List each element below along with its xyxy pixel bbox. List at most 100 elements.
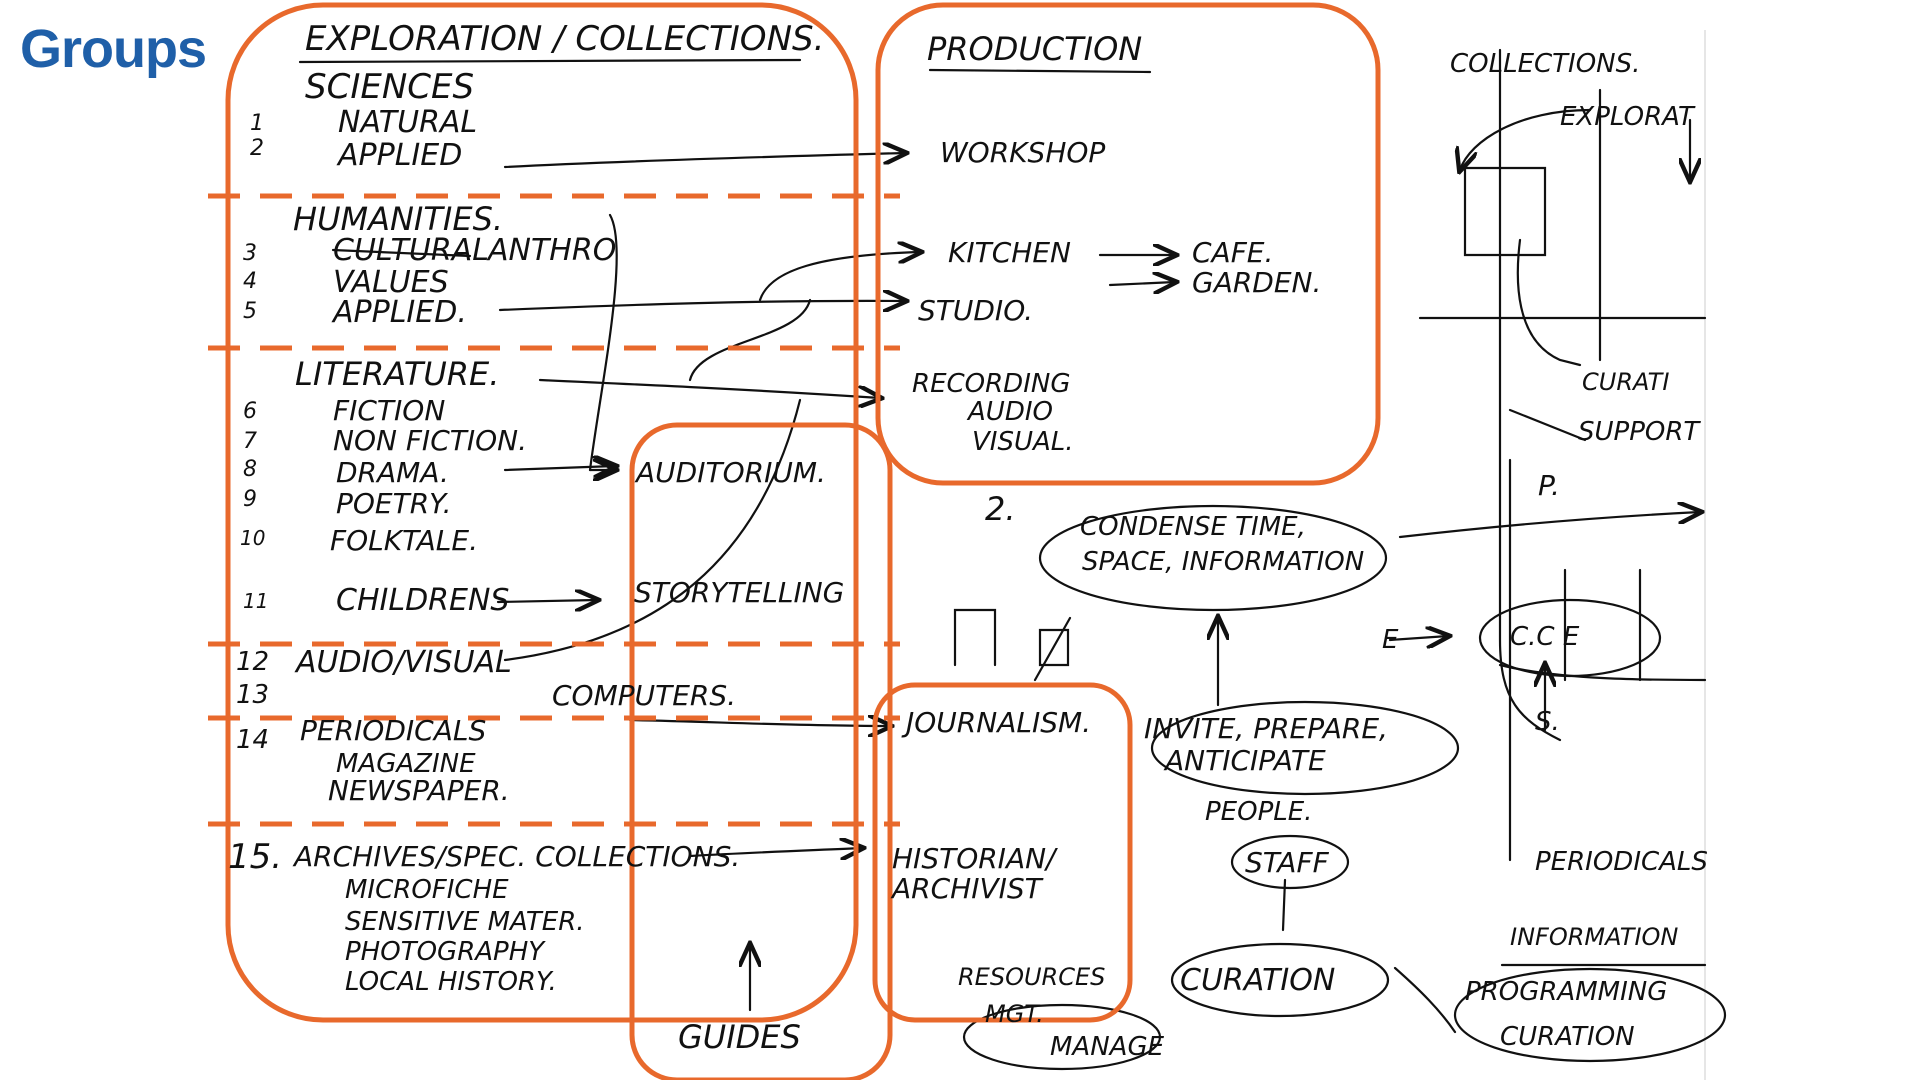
item-num-4: 4 bbox=[243, 269, 257, 294]
slide-title: Groups bbox=[20, 19, 207, 79]
item-poetry: POETRY. bbox=[336, 487, 452, 520]
line-humanities-down bbox=[588, 213, 618, 472]
highlight-shapes bbox=[208, 2, 1381, 1080]
highlight-exploration bbox=[225, 2, 859, 1023]
arrow-to-garden bbox=[1108, 282, 1175, 285]
item-num-15: 15. bbox=[228, 837, 282, 877]
label-workshop: WORKSHOP bbox=[940, 136, 1105, 169]
label-staff: STAFF bbox=[1245, 846, 1330, 879]
sketch-vline-1 bbox=[1498, 48, 1562, 742]
arrow-literature-recording bbox=[538, 378, 880, 398]
ellipse-staff bbox=[1230, 834, 1350, 890]
highlight-production bbox=[875, 2, 1381, 486]
item-num-1: 1 bbox=[250, 111, 264, 136]
item-newspaper: NEWSPAPER. bbox=[328, 774, 510, 807]
label-cafe: CAFE. bbox=[1192, 236, 1273, 269]
label-kitchen: KITCHEN bbox=[948, 236, 1071, 269]
label-programming: PROGRAMMING bbox=[1465, 977, 1667, 1007]
sketch-line-support bbox=[1508, 408, 1587, 442]
item-audio-visual: AUDIO/VISUAL bbox=[294, 645, 512, 680]
label-invite-1: INVITE, PREPARE, bbox=[1144, 712, 1388, 745]
label-exploration-right: EXPLORAT bbox=[1560, 102, 1696, 132]
item-childrens: CHILDRENS bbox=[336, 583, 509, 618]
sketch-vline-2 bbox=[1516, 238, 1582, 367]
label-number-2: 2. bbox=[985, 490, 1016, 528]
highlight-middle bbox=[629, 422, 893, 1080]
doodle-gate bbox=[953, 608, 997, 667]
label-condense-1: CONDENSE TIME, bbox=[1080, 512, 1306, 542]
label-information: INFORMATION bbox=[1510, 923, 1678, 951]
arrow-applied-studio bbox=[498, 301, 905, 310]
arrow-drama-auditorium bbox=[503, 466, 615, 470]
arrow-e bbox=[1388, 636, 1448, 640]
item-sensitive-mater: SENSITIVE MATER. bbox=[345, 907, 585, 937]
label-curation-2: CURATION bbox=[1500, 1022, 1635, 1052]
arrow-to-journalism bbox=[628, 720, 890, 726]
item-natural: NATURAL bbox=[338, 105, 477, 140]
item-archives: ARCHIVES/SPEC. COLLECTIONS. bbox=[292, 840, 740, 873]
label-journalism: JOURNALISM. bbox=[901, 706, 1091, 739]
item-folktale: FOLKTALE. bbox=[330, 524, 478, 557]
exploration-labels: EXPLORATION / COLLECTIONS. SCIENCES 1 NA… bbox=[228, 19, 824, 997]
item-num-14: 14 bbox=[236, 725, 269, 755]
middle-labels: AUDITORIUM. STORYTELLING COMPUTERS. GUID… bbox=[552, 456, 844, 1056]
label-cce: C.C E bbox=[1510, 622, 1580, 652]
item-num-9: 9 bbox=[243, 487, 257, 512]
item-cultural: CULTURAL bbox=[333, 233, 489, 268]
ellipse-curation bbox=[1170, 942, 1390, 1018]
label-computers: COMPUTERS. bbox=[552, 679, 736, 712]
label-curation-right: CURATI bbox=[1582, 368, 1669, 396]
label-audio: AUDIO bbox=[966, 397, 1053, 427]
title-underline bbox=[298, 58, 802, 64]
label-s: S. bbox=[1535, 707, 1560, 737]
item-num-13: 13 bbox=[236, 680, 269, 710]
lower-labels: JOURNALISM. HISTORIAN/ ARCHIVIST RESOURC… bbox=[890, 706, 1165, 1062]
item-anthro: ANTHRO bbox=[486, 233, 616, 268]
label-garden: GARDEN. bbox=[1192, 266, 1321, 299]
label-condense-2: SPACE, INFORMATION bbox=[1082, 547, 1364, 577]
label-management: MANAGE bbox=[1050, 1032, 1165, 1062]
item-num-8: 8 bbox=[243, 457, 257, 482]
group-header-sciences: SCIENCES bbox=[305, 67, 474, 107]
sketch-box bbox=[1463, 166, 1547, 257]
item-local-history: LOCAL HISTORY. bbox=[345, 967, 557, 997]
item-values: VALUES bbox=[333, 265, 449, 300]
label-e: E bbox=[1382, 625, 1399, 655]
item-photography: PHOTOGRAPHY bbox=[345, 937, 546, 967]
arrow-childrens-storytelling bbox=[496, 600, 597, 602]
item-num-10: 10 bbox=[240, 526, 265, 550]
ellipse-condense bbox=[1038, 504, 1388, 612]
sketch-ellipses bbox=[962, 504, 1727, 1071]
label-collections: COLLECTIONS. bbox=[1450, 49, 1640, 79]
production-title: PRODUCTION bbox=[927, 30, 1142, 68]
label-curation: CURATION bbox=[1180, 963, 1335, 998]
label-archivist: ARCHIVIST bbox=[890, 872, 1044, 905]
label-p: P. bbox=[1538, 469, 1560, 502]
label-auditorium: AUDITORIUM. bbox=[634, 456, 826, 489]
item-applied-sciences: APPLIED bbox=[336, 138, 462, 173]
ellipse-programming bbox=[1453, 967, 1727, 1063]
item-magazine: MAGAZINE bbox=[336, 749, 476, 779]
label-periodicals-right: PERIODICALS bbox=[1535, 847, 1708, 877]
item-num-7: 7 bbox=[243, 429, 257, 454]
label-guides: GUIDES bbox=[678, 1018, 801, 1056]
item-num-3: 3 bbox=[243, 241, 257, 266]
dashed-dividers bbox=[208, 193, 900, 827]
item-num-12: 12 bbox=[236, 647, 269, 677]
label-storytelling: STORYTELLING bbox=[634, 576, 844, 609]
item-num-6: 6 bbox=[243, 399, 257, 424]
ellipse-invite bbox=[1150, 700, 1460, 796]
item-fiction: FICTION bbox=[333, 394, 445, 427]
label-historian: HISTORIAN/ bbox=[892, 842, 1058, 875]
line-audiovisual-up bbox=[503, 398, 802, 662]
label-invite-2: ANTICIPATE bbox=[1163, 744, 1326, 777]
item-num-5: 5 bbox=[243, 299, 257, 324]
doodle-crossed-box bbox=[1033, 616, 1072, 682]
arrow-condense-right bbox=[1398, 512, 1700, 539]
label-studio: STUDIO. bbox=[918, 294, 1033, 327]
label-people: PEOPLE. bbox=[1205, 797, 1312, 827]
arrow-to-kitchen bbox=[758, 252, 920, 302]
production-labels: PRODUCTION WORKSHOP KITCHEN CAFE. GARDEN… bbox=[912, 30, 1321, 457]
item-num-11: 11 bbox=[243, 589, 268, 613]
